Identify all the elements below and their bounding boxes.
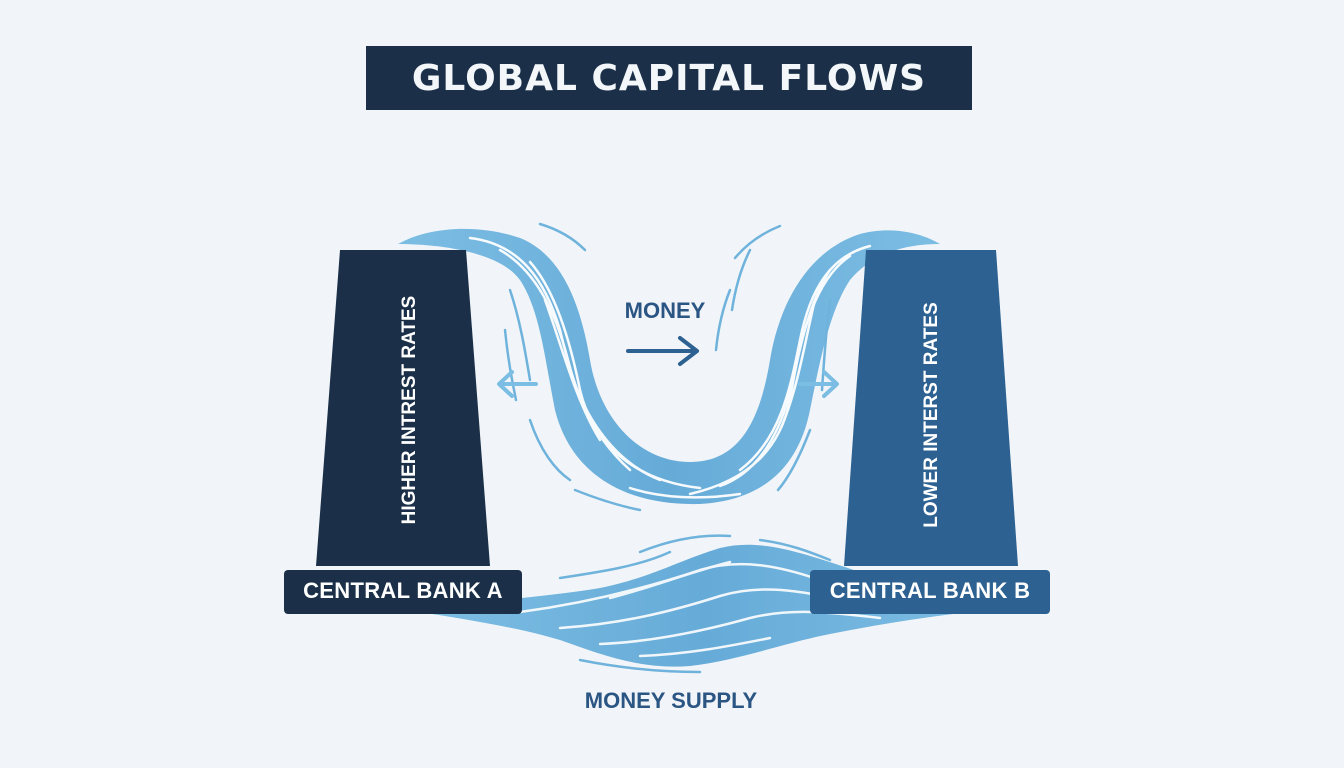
- arrow-right-icon: [798, 370, 839, 398]
- tower-a-rate-label: HIGHER INTREST RATES: [399, 296, 420, 525]
- money-label: MONEY: [625, 298, 706, 323]
- money-stream: [398, 222, 940, 512]
- central-bank-b-badge: CENTRAL BANK B: [810, 570, 1050, 614]
- money-stream-body: [398, 228, 940, 505]
- tower-b-body: [844, 250, 1018, 566]
- tower-a: HIGHER INTREST RATES: [316, 250, 490, 566]
- tower-a-body: [316, 250, 490, 566]
- central-bank-a-badge: CENTRAL BANK A: [284, 570, 522, 614]
- central-bank-b-label: CENTRAL BANK B: [830, 578, 1031, 603]
- tower-b: LOWER INTERST RATES: [844, 250, 1018, 566]
- arrow-right-icon: [626, 336, 699, 366]
- page-title: GLOBAL CAPITAL FLOWS: [411, 57, 927, 99]
- central-bank-a-label: CENTRAL BANK A: [303, 578, 503, 603]
- tower-b-rate-label: LOWER INTERST RATES: [921, 302, 942, 528]
- arrow-left-icon: [497, 370, 538, 398]
- money-supply-label: MONEY SUPPLY: [585, 688, 758, 713]
- title-banner: GLOBAL CAPITAL FLOWS: [366, 46, 972, 110]
